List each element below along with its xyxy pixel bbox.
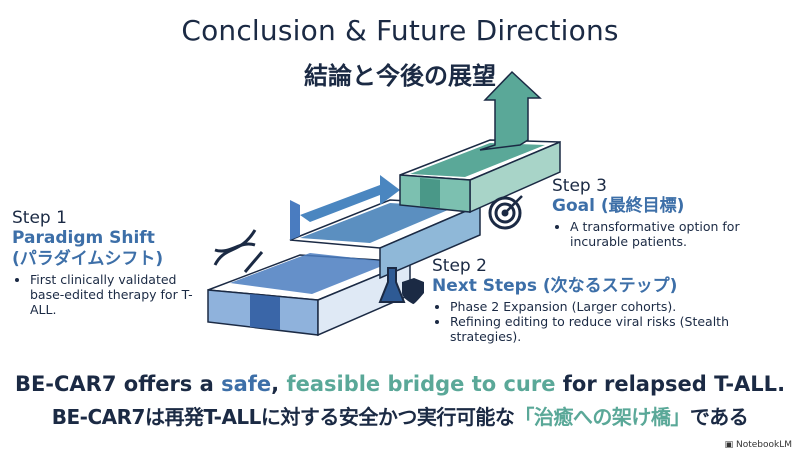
brand-label: NotebookLM [735,440,792,450]
step-1-heading: Paradigm Shift [12,228,155,248]
stair-step-3 [399,139,561,214]
conclusion-text: BE-CAR7 offers a [14,372,222,396]
highlight-bridge: 「治癒への架け橋」 [514,405,690,429]
up-arrow [479,70,542,151]
step-3-bullet: A transformative option for incurable pa… [570,219,752,249]
notebooklm-brand: ▣ NotebookLM [724,440,792,450]
highlight-safe: safe [221,372,272,396]
conclusion-text: for relapsed T-ALL. [555,372,786,396]
conclusion-text: BE-CAR7は再発T-ALLに対する安全かつ実行可能な [51,405,515,429]
step-3-block: Step 3 Goal (最終目標) A transformative opti… [552,176,752,249]
step-1-heading-jp: (パラダイムシフト) [12,249,164,269]
target-icon [488,195,523,230]
step-2-bullet: Refining editing to reduce viral risks (… [450,314,762,344]
step-1-number: Step 1 [12,208,67,228]
conclusion-text: である [689,405,749,429]
step-2-number: Step 2 [432,256,487,276]
step-1-bullet: First clinically validated base-edited t… [30,272,212,317]
dna-pencil-icon [213,229,264,273]
highlight-feasible: feasible bridge to cure [286,372,556,396]
step-2-bullet: Phase 2 Expansion (Larger cohorts). [450,299,762,314]
conclusion-text: , [271,372,287,396]
slide-subtitle: 結論と今後の展望 [304,62,496,90]
step-3-heading: Goal (最終目標) [552,196,685,216]
conclusion-english: BE-CAR7 offers a safe, feasible bridge t… [0,372,800,396]
step-2-heading: Next Steps (次なるステップ) [432,276,678,296]
step-2-block: Step 2 Next Steps (次なるステップ) Phase 2 Expa… [432,256,762,344]
step-1-block: Step 1 Paradigm Shift (パラダイムシフト) First c… [12,208,212,317]
step-3-number: Step 3 [552,176,607,196]
flask-shield-icon [378,267,424,305]
conclusion-japanese: BE-CAR7は再発T-ALLに対する安全かつ実行可能な「治癒への架け橋」である [0,401,800,430]
stair-step-2 [289,175,481,280]
slide-title: Conclusion & Future Directions [181,14,619,47]
